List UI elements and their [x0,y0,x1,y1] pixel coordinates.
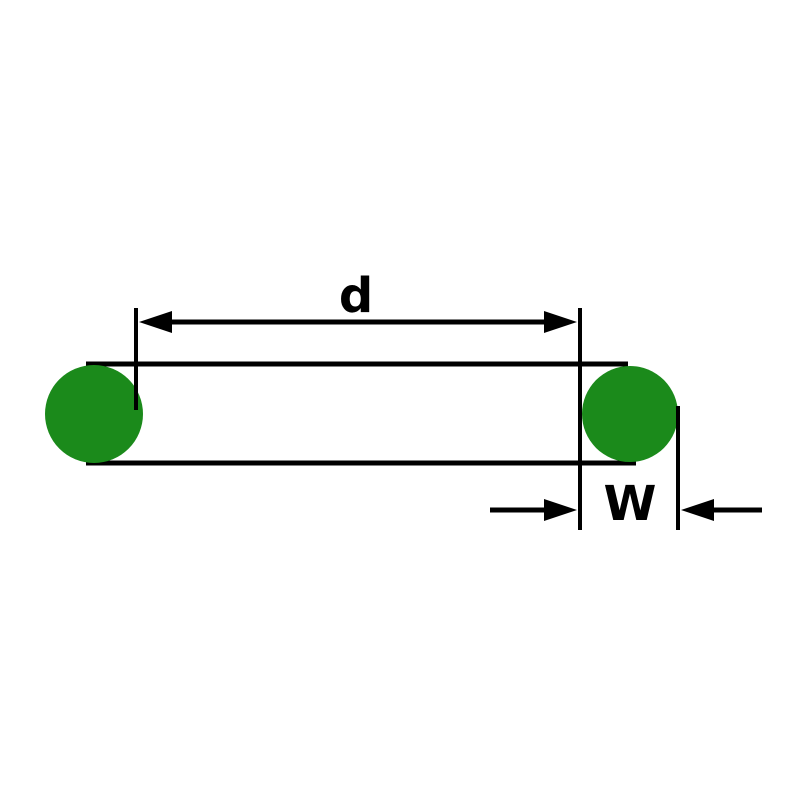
left-cross-section-circle [45,365,143,463]
w-dimension-arrows [490,499,762,521]
w-arrowhead-right-icon [681,499,714,521]
w-dimension-label: W [604,476,657,532]
d-arrowhead-left-icon [139,311,172,333]
d-dimension-arrow [139,311,577,333]
d-dimension-label: d [339,268,373,324]
d-arrowhead-right-icon [544,311,577,333]
w-arrowhead-left-icon [544,499,577,521]
right-cross-section-circle [582,366,678,462]
